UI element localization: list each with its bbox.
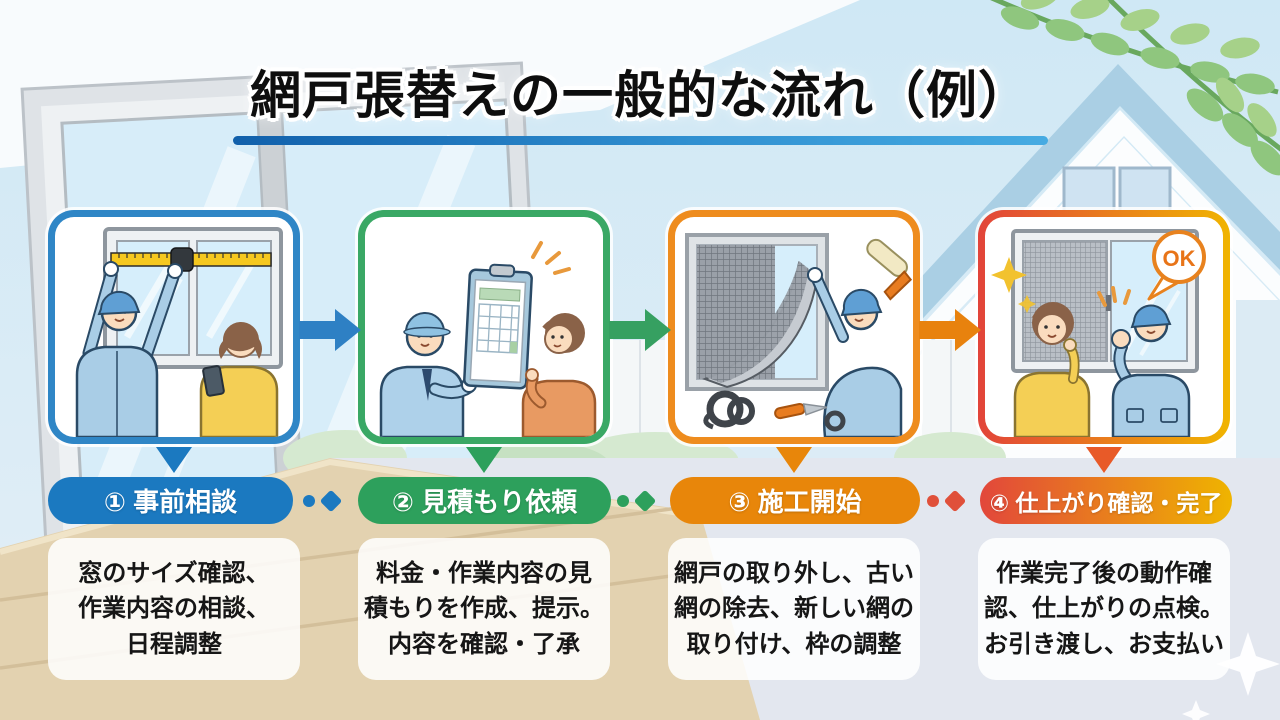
- phone: [202, 365, 225, 397]
- emphasis-marks: [1097, 286, 1131, 307]
- step4-panel: OK: [978, 210, 1230, 444]
- arrow-right-icon-1: [299, 309, 361, 351]
- step1-desc-line2: 作業内容の相談、: [78, 595, 270, 623]
- step4-illustration: OK: [991, 229, 1206, 437]
- step2-desc-line1: 料金・作業内容の見: [376, 559, 592, 587]
- step3-label-pill: ③ 施工開始: [670, 477, 920, 524]
- down-triangle-icon-1: [156, 447, 192, 473]
- down-triangle-icon-3: [776, 447, 812, 473]
- spline-coil: [703, 390, 755, 430]
- step3-desc-line1: 網戸の取り外し、古い: [674, 559, 914, 587]
- dot-separator-2: [617, 495, 629, 507]
- arrow-right-icon-2: [609, 309, 671, 351]
- step4-label-pill: ④ 仕上がり確認・完了: [980, 477, 1232, 524]
- page-title: 網戸張替えの一般的な流れ（例）: [249, 67, 1030, 124]
- step1-desc-line1: 窓のサイズ確認、: [78, 559, 270, 587]
- step3-desc-line3: 取り付け、枠の調整: [686, 630, 902, 658]
- customer-figure: [199, 321, 279, 437]
- leaves-decoration: [990, 0, 1280, 176]
- utility-knife: [774, 402, 828, 420]
- step4-description: 作業完了後の動作確 認、仕上がりの点検。 お引き渡し、お支払い: [978, 538, 1230, 680]
- customer-figure: [1013, 302, 1091, 437]
- step4-desc-line1: 作業完了後の動作確: [996, 559, 1212, 587]
- roller-tool: [866, 238, 913, 301]
- emphasis-marks: [531, 241, 571, 275]
- step1-panel: [48, 210, 300, 444]
- rubber-ring: [824, 410, 846, 432]
- down-triangle-icon-4: [1086, 447, 1122, 473]
- step4-desc-line3: お引き渡し、お支払い: [984, 630, 1224, 658]
- step3-panel: [668, 210, 920, 444]
- step1-description: 窓のサイズ確認、 作業内容の相談、 日程調整: [48, 538, 300, 680]
- step2-label-pill: ② 見積もり依頼: [358, 477, 611, 524]
- step2-panel: [358, 210, 610, 444]
- dot-separator-1: [303, 495, 315, 507]
- step3-desc-line2: 網の除去、新しい網の: [674, 595, 914, 623]
- step3-description: 網戸の取り外し、古い 網の除去、新しい網の 取り付け、枠の調整: [668, 538, 920, 680]
- worker-figure: [379, 311, 477, 437]
- step2-label: ② 見積もり依頼: [391, 487, 578, 517]
- step1-illustration: [75, 227, 283, 437]
- step2-illustration: [379, 241, 597, 437]
- step3-illustration: [685, 233, 913, 437]
- sparkle-decoration: [1182, 632, 1280, 720]
- step2-desc-line3: 内容を確認・了承: [388, 630, 580, 658]
- step1-label-pill: ① 事前相談: [48, 477, 293, 524]
- ok-badge-text: OK: [1163, 246, 1196, 271]
- step4-desc-line2: 認、仕上がりの点検。: [984, 595, 1224, 623]
- ok-badge: OK: [1147, 230, 1206, 301]
- customer-figure: [521, 313, 597, 437]
- arrow-right-icon-3: [919, 309, 981, 351]
- step4-label: ④ 仕上がり確認・完了: [989, 489, 1223, 516]
- step1-label: ① 事前相談: [103, 487, 238, 517]
- dot-separator-3: [927, 495, 939, 507]
- step2-description: 料金・作業内容の見 積もりを作成、提示。 内容を確認・了承: [358, 538, 610, 680]
- step2-desc-line2: 積もりを作成、提示。: [364, 595, 604, 623]
- estimate-clipboard: [463, 263, 533, 390]
- down-triangle-icon-2: [466, 447, 502, 473]
- sparkle-icon: [991, 257, 1036, 313]
- worker-figure: [75, 261, 183, 437]
- title-underline: [233, 136, 1048, 145]
- step3-label: ③ 施工開始: [728, 487, 862, 517]
- step1-desc-line3: 日程調整: [126, 630, 222, 658]
- worker-figure: [1111, 304, 1191, 437]
- screen-door: [685, 233, 829, 391]
